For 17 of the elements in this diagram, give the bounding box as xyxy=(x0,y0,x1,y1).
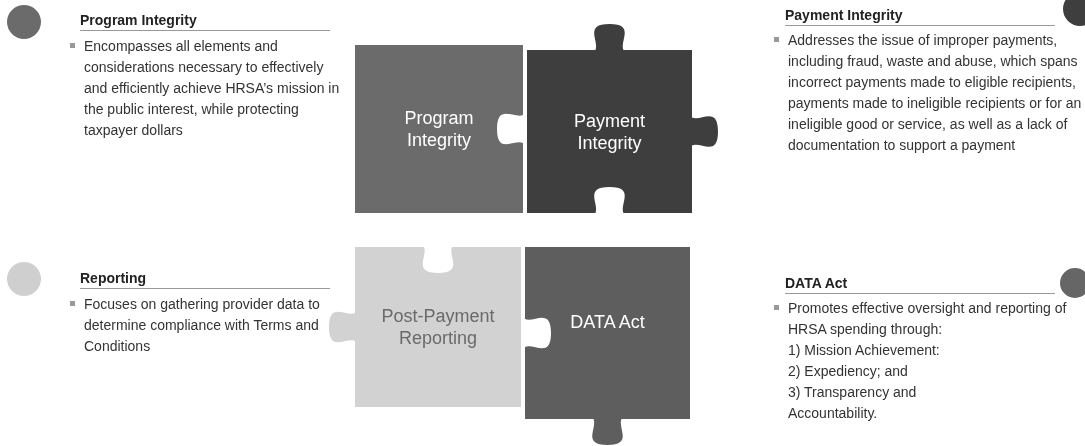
puzzle-piece xyxy=(355,45,523,213)
list-item-text: 2) Expediency; and xyxy=(788,362,909,381)
list-item-text: 3) Transparency and Accountability. xyxy=(788,383,918,423)
puzzle-piece xyxy=(525,247,690,446)
piece-label: Program Integrity xyxy=(403,107,475,151)
piece-label: Post-Payment Reporting xyxy=(380,305,496,349)
bullet-text: Promotes effective oversight and reporting of HRSA spending through: xyxy=(772,298,1068,340)
section-heading: DATA Act xyxy=(785,275,1055,294)
bullet-text: Addresses the issue of improper payments, including fraud, waste and abuse, which spans incorrect payments made to eligible recipients, payments made to ineligible recipients or for an ineligible good or service, as well as a lack of documentation to support a payment xyxy=(772,30,1085,156)
list-item-text: 1) Mission Achievement: xyxy=(788,341,941,360)
section-heading: Reporting xyxy=(80,270,330,289)
bullet-text: Encompasses all elements and considerations necessary to effectively and efficiently achieve HRSA’s mission in the public interest, while protecting taxpayer dollars xyxy=(68,36,346,141)
section-heading: Program Integrity xyxy=(80,12,330,31)
bullet-text: Focuses on gathering provider data to determine compliance with Terms and Conditions xyxy=(68,294,346,357)
piece-label: DATA Act xyxy=(569,311,646,333)
section-heading: Payment Integrity xyxy=(785,7,1055,26)
piece-label: Payment Integrity xyxy=(572,109,646,154)
